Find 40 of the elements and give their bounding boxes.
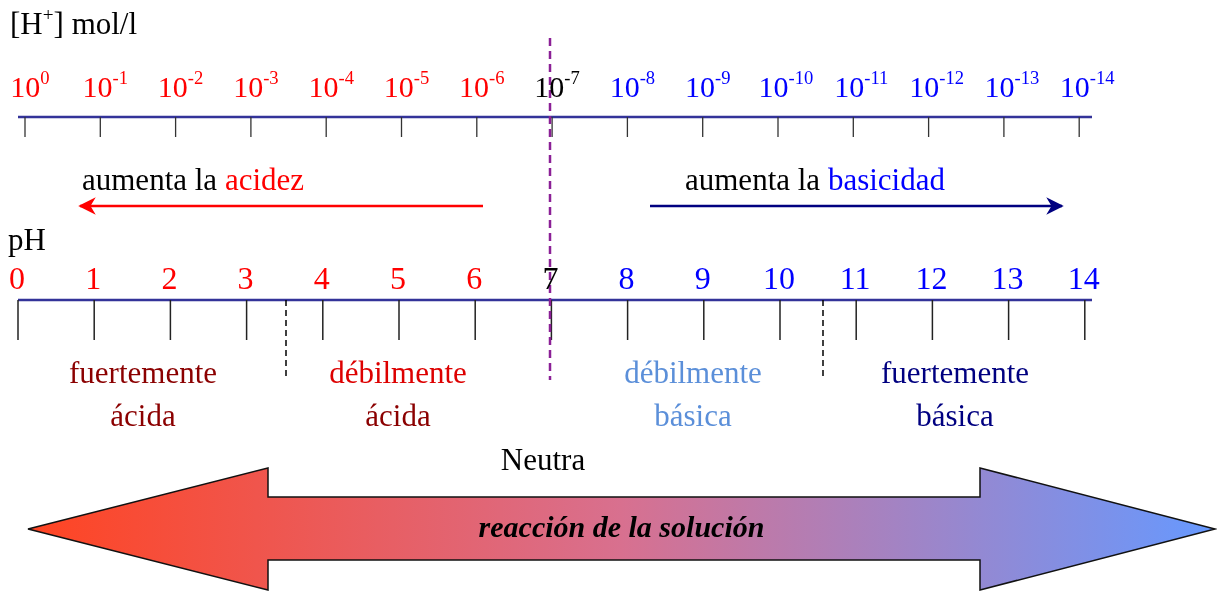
tick-label: 3 [237, 262, 254, 294]
tick-label: 8 [618, 262, 635, 294]
tick-label: 10$^{-4}$ [308, 72, 354, 102]
range-label: fuertemente básica [881, 354, 1029, 435]
tick-label: 10$^{-5}$ [383, 72, 430, 102]
tick-label: 6 [466, 262, 483, 294]
tick-label: 0 [9, 262, 25, 294]
trend-label: aumenta la acidez [82, 164, 305, 195]
tick-label: 4 [313, 262, 330, 294]
trend-label: aumenta la basicidad [685, 164, 945, 195]
tick-label: 10$^{0}$ [10, 72, 50, 102]
tick-label: 10$^{-6}$ [459, 72, 505, 102]
range-label: débilmente ácida [329, 354, 467, 435]
axis-title: [H$^{+}$] mol/l [10, 8, 138, 39]
tick-label: 5 [390, 262, 406, 294]
tick-label: 10$^{-14}$ [1059, 72, 1115, 102]
neutral-label: Neutra [500, 444, 586, 475]
tick-label: 10$^{-1}$ [82, 72, 129, 102]
tick-label: 12 [915, 262, 948, 294]
range-label: débilmente básica [624, 354, 762, 435]
tick-label: 10$^{-3}$ [233, 72, 279, 102]
tick-label: 10$^{-7}$ [534, 72, 580, 102]
range-label: fuertemente ácida [69, 354, 217, 435]
tick-label: 9 [694, 262, 711, 294]
tick-label: 10$^{-11}$ [834, 72, 889, 102]
tick-label: 2 [161, 262, 178, 294]
arrow-caption: reacción de la solución [477, 512, 766, 542]
tick-label: 10$^{-9}$ [684, 72, 731, 102]
tick-label: 10$^{-8}$ [609, 72, 656, 102]
tick-label: 14 [1067, 262, 1100, 294]
tick-label: 10 [763, 262, 795, 294]
tick-label: 10$^{-12}$ [909, 72, 964, 102]
tick-label: 7 [542, 262, 559, 294]
tick-label: 13 [991, 262, 1024, 294]
tick-label: 10$^{-13}$ [984, 72, 1040, 102]
tick-label: 10$^{-2}$ [157, 72, 204, 102]
axis-title: pH [8, 224, 46, 255]
tick-label: 10$^{-10}$ [758, 72, 814, 102]
tick-label: 11 [839, 262, 871, 294]
tick-label: 1 [85, 262, 102, 294]
